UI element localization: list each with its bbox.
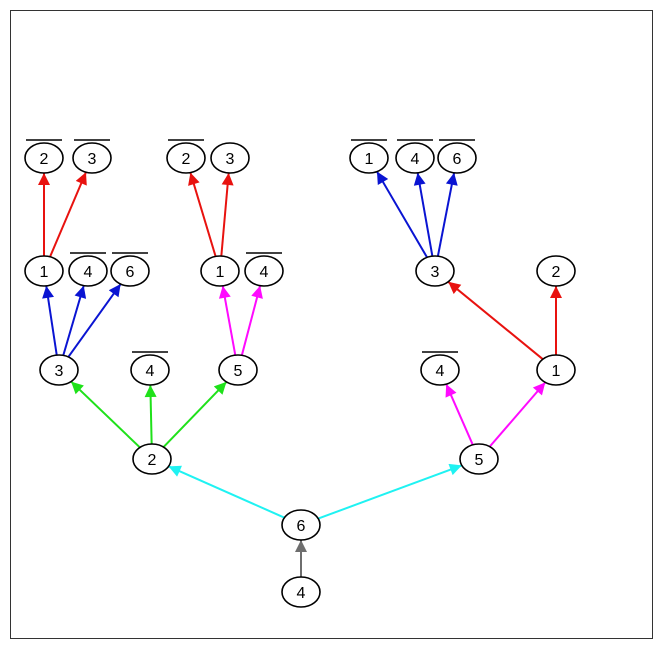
edge-n1_right-to-n3_right <box>447 281 544 360</box>
node-ellipse <box>24 255 64 287</box>
node-n5_mid: 5 <box>218 354 258 386</box>
node-label: 4 <box>84 264 93 281</box>
node-n3_right: 3 <box>415 255 455 287</box>
node-n6: 6 <box>281 509 321 541</box>
node-label: 1 <box>365 151 374 168</box>
node-ellipse <box>437 142 477 174</box>
node-ellipse <box>536 354 576 386</box>
edge-n1_b-to-n2bar_b <box>188 172 217 257</box>
node-n2bar_b: 2 <box>166 139 206 174</box>
node-label: 1 <box>552 363 561 380</box>
node-label: 6 <box>126 264 135 281</box>
node-ellipse <box>24 142 64 174</box>
node-n1_b: 1 <box>200 255 240 287</box>
node-label: 1 <box>40 264 49 281</box>
node-ellipse <box>281 509 321 541</box>
node-n4bar_d: 4 <box>244 252 284 287</box>
edge-n5_right-to-n1_right <box>488 381 547 448</box>
node-ellipse <box>349 142 389 174</box>
node-label: 2 <box>182 151 191 168</box>
node-ellipse <box>130 354 170 386</box>
edge-n5_right-to-n4bar_b <box>445 383 474 446</box>
node-n3_left: 3 <box>39 354 79 386</box>
node-n2_right: 2 <box>536 255 576 287</box>
node-ellipse <box>200 255 240 287</box>
node-ellipse <box>420 354 460 386</box>
node-ellipse <box>68 255 108 287</box>
node-n1_right: 1 <box>536 354 576 386</box>
node-n5_right: 5 <box>459 443 499 475</box>
node-label: 3 <box>88 151 97 168</box>
node-label: 4 <box>146 363 155 380</box>
node-ellipse <box>395 142 435 174</box>
node-ellipse <box>39 354 79 386</box>
node-label: 3 <box>431 264 440 281</box>
edge-n3_left-to-n6bar_a <box>67 283 122 358</box>
node-label: 1 <box>216 264 225 281</box>
edge-n6-to-n2 <box>168 465 285 519</box>
edge-n3_left-to-n1_a <box>42 285 58 356</box>
diagram-frame <box>10 10 653 639</box>
edge-n3_right-to-n6bar_c <box>436 172 458 257</box>
edge-n6-to-n5_right <box>317 463 463 520</box>
node-n1_a: 1 <box>24 255 64 287</box>
edges-layer <box>38 171 562 577</box>
node-n2: 2 <box>132 443 172 475</box>
edge-n2-to-n4bar_a <box>144 384 157 445</box>
edge-n3_right-to-n4bar_e <box>413 172 434 257</box>
node-ellipse <box>218 354 258 386</box>
node-label: 6 <box>297 518 306 535</box>
node-n4bar_c: 4 <box>68 252 108 287</box>
node-label: 4 <box>411 151 420 168</box>
node-label: 3 <box>55 363 64 380</box>
node-n4_root: 4 <box>281 576 321 608</box>
node-ellipse <box>210 142 250 174</box>
node-label: 6 <box>453 151 462 168</box>
node-ellipse <box>110 255 150 287</box>
node-ellipse <box>459 443 499 475</box>
node-ellipse <box>415 255 455 287</box>
node-label: 2 <box>40 151 49 168</box>
edge-n5_mid-to-n1_b <box>218 285 237 356</box>
node-label: 4 <box>436 363 445 380</box>
edge-n2-to-n5_mid <box>162 381 228 448</box>
node-ellipse <box>536 255 576 287</box>
node-ellipse <box>132 443 172 475</box>
nodes-layer: 4 6 2 5 3 4 5 4 1 1 4 6 1 4 3 2 2 3 2 3 1 4 6 <box>24 139 576 608</box>
edge-n1_b-to-n3_b <box>220 172 234 257</box>
node-n2bar_a: 2 <box>24 139 64 174</box>
node-ellipse <box>166 142 206 174</box>
node-ellipse <box>244 255 284 287</box>
node-ellipse <box>72 142 112 174</box>
edge-n5_mid-to-n4bar_d <box>240 285 263 356</box>
node-n6bar_c: 6 <box>437 139 477 174</box>
node-n4bar_a: 4 <box>130 351 170 386</box>
node-label: 4 <box>260 264 269 281</box>
edge-n2-to-n3_left <box>70 380 141 449</box>
node-ellipse <box>281 576 321 608</box>
node-label: 4 <box>297 585 306 602</box>
node-n3_b: 3 <box>210 142 250 174</box>
node-n4bar_b: 4 <box>420 351 460 386</box>
edge-n1_a-to-n3bar_a <box>49 171 87 258</box>
node-label: 2 <box>552 264 561 281</box>
edge-n3_right-to-n1bar_c <box>376 171 428 258</box>
node-n1bar_c: 1 <box>349 139 389 174</box>
node-n3bar_a: 3 <box>72 139 112 174</box>
node-label: 5 <box>234 363 243 380</box>
node-label: 5 <box>475 452 484 469</box>
node-n6bar_a: 6 <box>110 252 150 287</box>
node-label: 2 <box>148 452 157 469</box>
node-n4bar_e: 4 <box>395 139 435 174</box>
node-label: 3 <box>226 151 235 168</box>
edge-n3_left-to-n4bar_c <box>62 285 87 356</box>
